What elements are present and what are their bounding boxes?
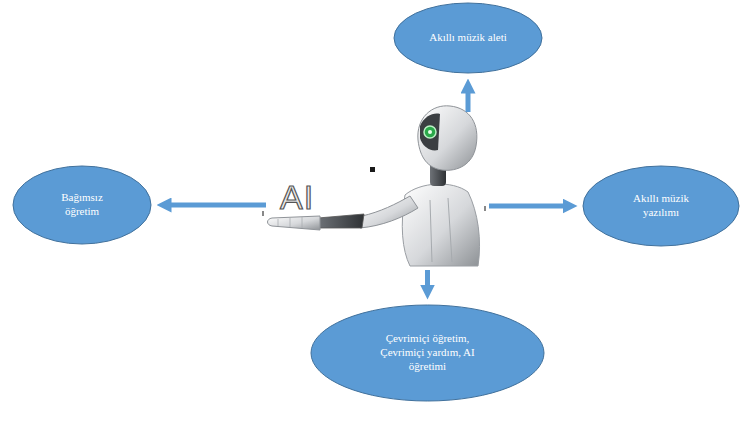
arrow-connector: [489, 204, 564, 209]
ai-hub: AI: [270, 116, 485, 266]
tick-mark: [262, 211, 264, 216]
ellipse-node: Bağımsız öğretim: [12, 165, 152, 245]
robot-eye-glint: [428, 130, 432, 134]
robot-forearm: [318, 214, 364, 228]
robot-arm: [360, 196, 418, 228]
robot-finger-line: [278, 217, 302, 228]
node-label: Akıllı müzik yazılımı: [621, 192, 701, 220]
robot-head: [418, 106, 477, 170]
robot-face: [420, 114, 440, 151]
tick-mark: [484, 206, 486, 211]
robot-palm: [268, 216, 321, 230]
arrow-connector: [425, 270, 430, 286]
ellipse-node: Akıllı müzik yazılımı: [582, 165, 740, 247]
ellipse-node: Çevrimiçi öğretim, Çevrimiçi yardım, AI …: [310, 304, 545, 402]
arrow-connector: [466, 92, 471, 112]
dot-mark: [370, 167, 375, 172]
ai-label: AI: [280, 180, 314, 214]
node-label: Çevrimiçi öğretim, Çevrimiçi yardım, AI …: [363, 332, 493, 373]
node-label: Bağımsız öğretim: [47, 191, 117, 219]
arrow-connector: [170, 203, 266, 208]
ellipse-node: Akıllı müzik aleti: [393, 2, 543, 74]
robot-torso: [402, 184, 479, 266]
robot-eye: [424, 126, 436, 138]
node-label: Akıllı müzik aleti: [429, 31, 507, 45]
robot-torso-seam: [430, 198, 452, 262]
